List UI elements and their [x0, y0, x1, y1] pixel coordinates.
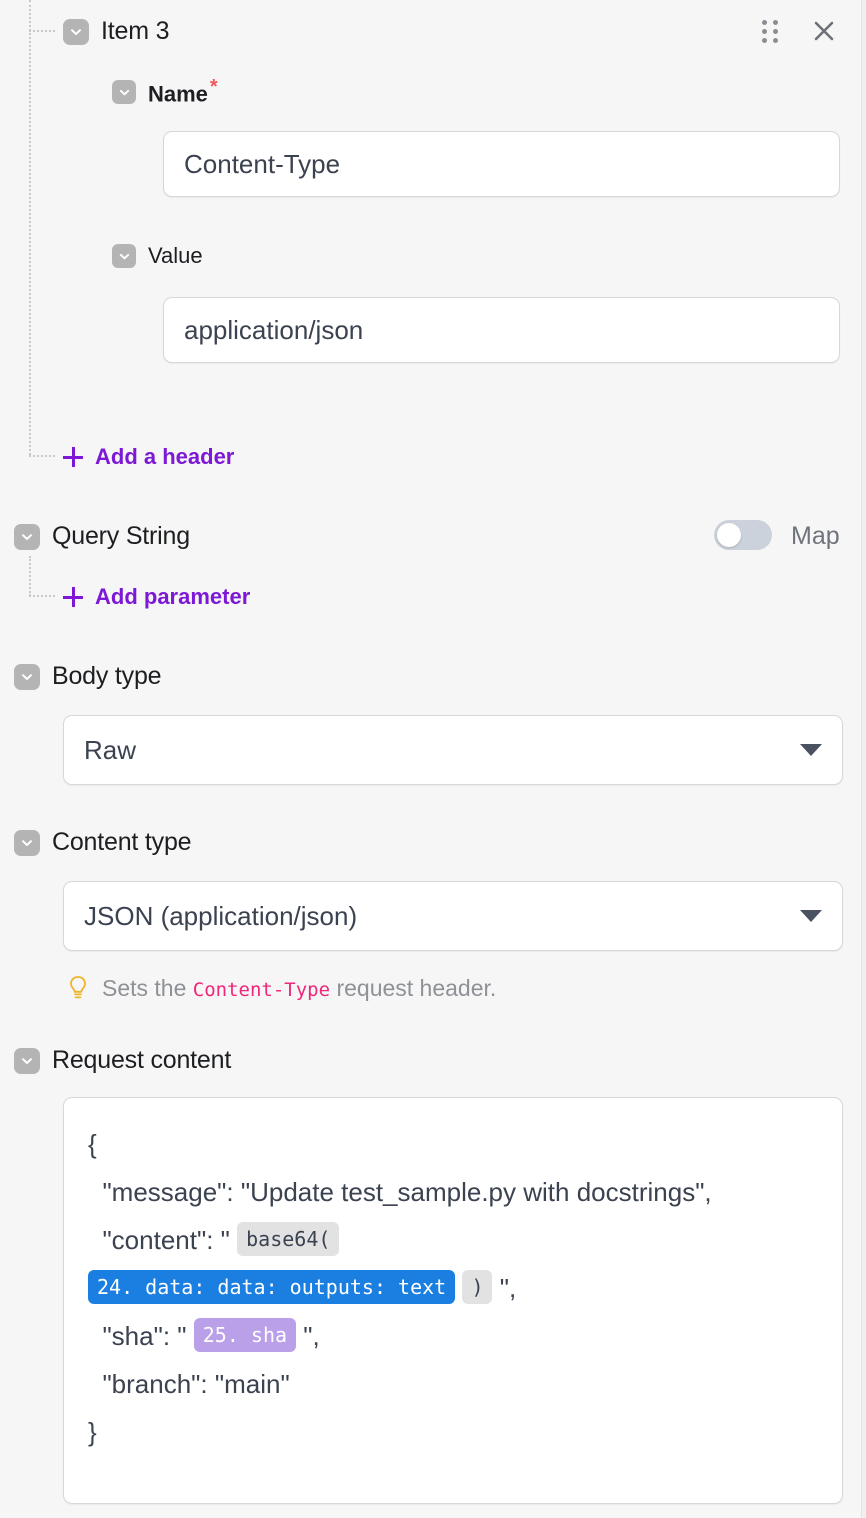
vertical-scrollbar[interactable] — [861, 0, 866, 1518]
collapse-toggle-content-type[interactable] — [14, 829, 40, 856]
code-line-6: "branch": "main" — [88, 1369, 290, 1399]
tree-guide-horizontal-item — [29, 30, 55, 32]
chevron-down-icon — [800, 744, 822, 756]
field-value-label-row: Value — [112, 243, 203, 269]
tree-guide-horizontal-add-header — [29, 455, 55, 457]
collapse-toggle-body-type[interactable] — [14, 663, 40, 690]
body-type-label: Body type — [52, 662, 162, 690]
query-string-label: Query String — [52, 522, 190, 550]
map-toggle[interactable] — [714, 520, 772, 550]
code-line-4: 24. data: data: outputs: text ) ", — [88, 1264, 818, 1312]
add-parameter-label: Add parameter — [95, 584, 251, 609]
body-type-row: Body type — [14, 662, 162, 691]
tree-guide-vertical-main — [29, 0, 31, 455]
code-line-5: "sha": " 25. sha ", — [88, 1312, 818, 1360]
field-name-label: Name* — [148, 76, 218, 107]
collapse-toggle-value[interactable] — [112, 244, 136, 268]
field-value-label: Value — [148, 243, 203, 268]
lightbulb-icon — [66, 974, 90, 1002]
token-sha[interactable]: 25. sha — [193, 1318, 297, 1352]
request-content-label: Request content — [52, 1046, 232, 1074]
code-line-3: "content": " base64( — [88, 1216, 818, 1264]
hint-code-token: Content-Type — [192, 978, 331, 1001]
code-line-2: "message": "Update test_sample.py with d… — [88, 1177, 712, 1207]
map-toggle-label: Map — [791, 522, 840, 550]
name-input[interactable]: Content-Type — [163, 131, 840, 197]
content-type-row: Content type — [14, 828, 192, 857]
request-content-editor[interactable]: { "message": "Update test_sample.py with… — [63, 1097, 843, 1504]
token-base64-open[interactable]: base64( — [237, 1222, 340, 1256]
plus-icon — [63, 587, 83, 607]
query-string-row: Query String — [14, 522, 190, 551]
plus-icon — [63, 447, 83, 467]
code-line-1: { — [88, 1129, 97, 1159]
content-type-select[interactable]: JSON (application/json) — [63, 881, 843, 951]
add-header-button[interactable]: Add a header — [63, 444, 234, 470]
value-input-value: application/json — [184, 314, 364, 345]
body-type-select[interactable]: Raw — [63, 715, 843, 785]
code-line-7: } — [88, 1417, 97, 1447]
map-toggle-knob — [717, 523, 741, 547]
close-icon[interactable] — [810, 17, 838, 45]
collapse-toggle-name[interactable] — [112, 80, 136, 105]
field-name-label-row: Name* — [112, 77, 218, 107]
tree-guide-horizontal-add-param — [29, 595, 55, 597]
content-type-selected-value: JSON (application/json) — [84, 900, 358, 931]
chevron-down-icon — [800, 910, 822, 922]
value-input[interactable]: application/json — [163, 297, 840, 363]
collapse-toggle-request-content[interactable] — [14, 1047, 40, 1074]
request-content-row: Request content — [14, 1046, 231, 1075]
token-base64-close[interactable]: ) — [462, 1270, 493, 1304]
required-marker: * — [209, 76, 218, 98]
name-input-value: Content-Type — [184, 148, 341, 179]
token-data-outputs-text[interactable]: 24. data: data: outputs: text — [88, 1270, 456, 1304]
content-type-hint-text: Sets the Content-Type request header. — [102, 974, 497, 1001]
header-item-row: Item 3 — [63, 17, 169, 46]
collapse-toggle-query-string[interactable] — [14, 523, 40, 550]
drag-dots-icon[interactable] — [762, 18, 784, 44]
item-title: Item 3 — [101, 17, 170, 45]
collapse-toggle-item[interactable] — [63, 18, 89, 45]
tree-guide-vertical-query — [29, 556, 31, 596]
add-header-label: Add a header — [95, 444, 235, 469]
body-type-selected-value: Raw — [84, 734, 137, 765]
add-parameter-button[interactable]: Add parameter — [63, 584, 250, 610]
content-type-label: Content type — [52, 828, 192, 856]
content-type-hint: Sets the Content-Type request header. — [66, 974, 496, 1002]
